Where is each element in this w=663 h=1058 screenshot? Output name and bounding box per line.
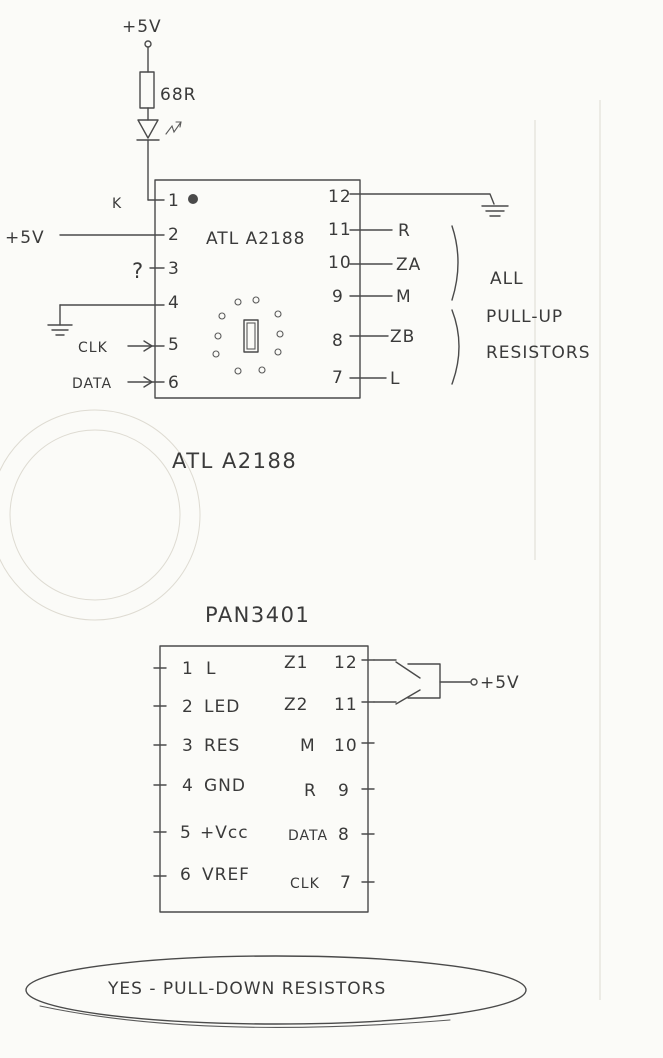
supply-terminal (470, 678, 478, 686)
background-stamp (0, 100, 601, 1000)
pin-name: CLK (290, 876, 320, 892)
supply-top-label: +5V (122, 17, 162, 37)
pin-number: 5 (180, 823, 192, 843)
brace-icon (451, 309, 460, 385)
ground-icon (47, 324, 73, 336)
pin-name: Z2 (284, 695, 308, 715)
chip1-body-label: ATL A2188 (206, 229, 305, 249)
chip2-right-pins: Z1 12 Z2 11 M 10 R 9 DATA 8 CLK 7 (284, 653, 358, 893)
pin-name: Z1 (284, 653, 308, 673)
pin-name: LED (204, 697, 240, 717)
pin-name: R (304, 781, 317, 801)
pin-number: 12 (328, 187, 352, 207)
pin-name: +Vcc (200, 823, 249, 843)
footer-note: YES - PULL-DOWN RESISTORS (25, 955, 527, 1028)
pin-number: 9 (332, 287, 344, 307)
pin-number: 11 (328, 220, 352, 240)
note-ellipse (25, 955, 527, 1025)
pin-number: 10 (328, 253, 352, 273)
pin-name: RES (204, 736, 240, 756)
signal-label: ZB (390, 327, 415, 347)
chip2-supply-label: +5V (480, 673, 520, 693)
signal-label: ZA (396, 255, 421, 275)
pin1-dot-icon (188, 194, 198, 204)
arrow-icon (143, 376, 153, 388)
pin-name: DATA (288, 828, 328, 844)
k-label: K (112, 196, 122, 212)
note-ellipse-tail (39, 1005, 451, 1028)
pin-number: 2 (168, 225, 180, 245)
signal-label: M (396, 287, 412, 307)
atl-a2188-circuit: +5V 68R K ATL A2188 1 2 (5, 17, 591, 473)
note-line: RESISTORS (486, 343, 591, 363)
chip1-body (154, 179, 361, 399)
pin-number: 10 (334, 736, 358, 756)
pin-name: L (206, 659, 216, 679)
data-label: DATA (72, 376, 112, 392)
pin-name: VREF (202, 865, 250, 885)
chip2-left-ticks (153, 667, 167, 877)
arrow-icon (143, 340, 153, 352)
signal-label: R (398, 221, 411, 241)
note-line: PULL-UP (486, 307, 563, 327)
pin-number: 11 (334, 695, 358, 715)
pin-number: 8 (332, 331, 344, 351)
pin-number: 12 (334, 653, 358, 673)
wire (349, 193, 495, 205)
clk-label: CLK (78, 340, 108, 356)
pin-number: 4 (168, 293, 180, 313)
pin-number: 5 (168, 335, 180, 355)
pin-number: 6 (180, 865, 192, 885)
chip2-left-pins: 1 L 2 LED 3 RES 4 GND 5 +Vcc 6 VREF (180, 659, 250, 885)
pin3-question-label: ? (132, 259, 145, 283)
led-light-arrow-icon (165, 121, 182, 135)
chip2-title: PAN3401 (205, 603, 310, 627)
chip1-caption: ATL A2188 (172, 449, 297, 473)
pin-name: M (300, 736, 316, 756)
switch-network (373, 659, 478, 705)
pin-number: 6 (168, 373, 180, 393)
pin-number: 3 (168, 259, 180, 279)
pin-number: 4 (182, 776, 194, 796)
switch-z2-icon (395, 689, 421, 705)
optical-sensor-icon (212, 296, 284, 375)
switch-z1-icon (395, 661, 421, 679)
chip2-body (159, 645, 369, 913)
resistor-symbol (139, 71, 155, 109)
ground-icon (481, 205, 509, 217)
pin-number: 7 (332, 368, 344, 388)
pin-number: 2 (182, 697, 194, 717)
brace-icon (451, 225, 459, 301)
pin-number: 3 (182, 736, 194, 756)
footer-note-text: YES - PULL-DOWN RESISTORS (107, 979, 386, 999)
chip2-right-ticks (361, 659, 375, 883)
pin-number: 1 (182, 659, 194, 679)
pin-number: 9 (338, 781, 350, 801)
signal-label: L (390, 369, 400, 389)
note-line: ALL (490, 269, 524, 289)
supply-top-terminal (144, 40, 152, 48)
pin-name: GND (204, 776, 246, 796)
resistor-label: 68R (160, 85, 196, 105)
chip1-right-pins: 12 11 10 9 8 7 (328, 187, 352, 388)
chip1-left-pins: 1 2 3 4 5 6 (168, 191, 180, 393)
pin-number: 7 (340, 873, 352, 893)
supply-left-label: +5V (5, 228, 45, 248)
led-diode-symbol (137, 119, 159, 139)
pan3401-circuit: PAN3401 1 L 2 LED 3 RES 4 GND 5 +Vcc 6 V… (153, 603, 520, 913)
pin-number: 8 (338, 825, 350, 845)
pin-number: 1 (168, 191, 180, 211)
